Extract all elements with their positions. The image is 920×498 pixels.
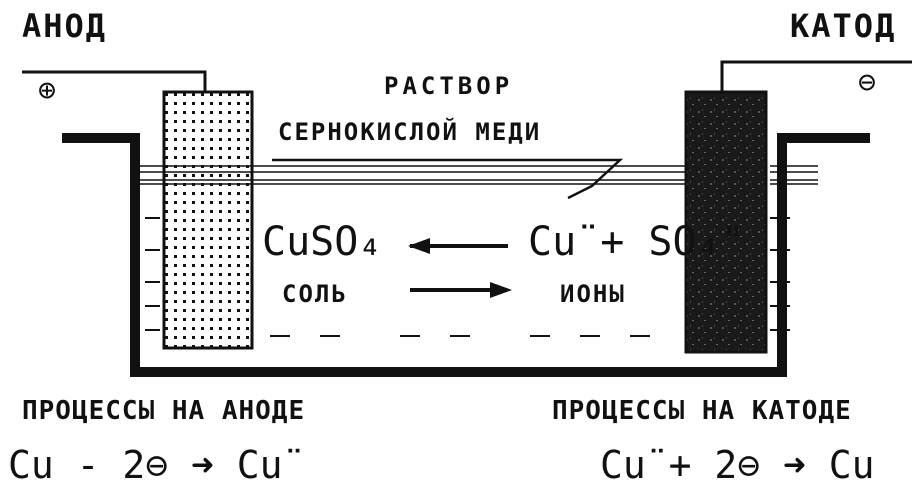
cathode-label: КАТОД [790,7,897,45]
equilibrium-arrows [408,238,512,298]
ions-caption: ИОНЫ [560,280,626,308]
solution-label: РАСТВОР [384,72,514,100]
anode-label: АНОД [22,7,108,45]
ions-formula: Cu¨+ SO₄" [528,219,745,265]
electrolytic-tank [62,133,870,377]
anode-wire [22,70,207,92]
cathode-process-label: ПРОЦЕССЫ НА КАТОДЕ [552,396,852,426]
solution-pointer [272,158,624,200]
anode-process-label: ПРОЦЕССЫ НА АНОДЕ [22,396,306,426]
salt-caption: СОЛЬ [282,280,348,308]
solution-sublabel: СЕРНОКИСЛОЙ МЕДИ [278,118,542,146]
cathode-plate [684,90,768,354]
cathode-reaction: Cu¨+ 2⊖ ➜ Cu [600,443,875,487]
cathode-wire [720,60,912,92]
anode-reaction: Cu - 2⊖ ➜ Cu¨ [8,443,306,487]
salt-formula: CuSO₄ [262,219,383,265]
anode-plate [162,90,254,350]
cathode-minus-icon: ⊖ [858,65,877,100]
anode-plus-icon: ⊕ [38,73,57,108]
liquid-dashes [145,217,790,337]
